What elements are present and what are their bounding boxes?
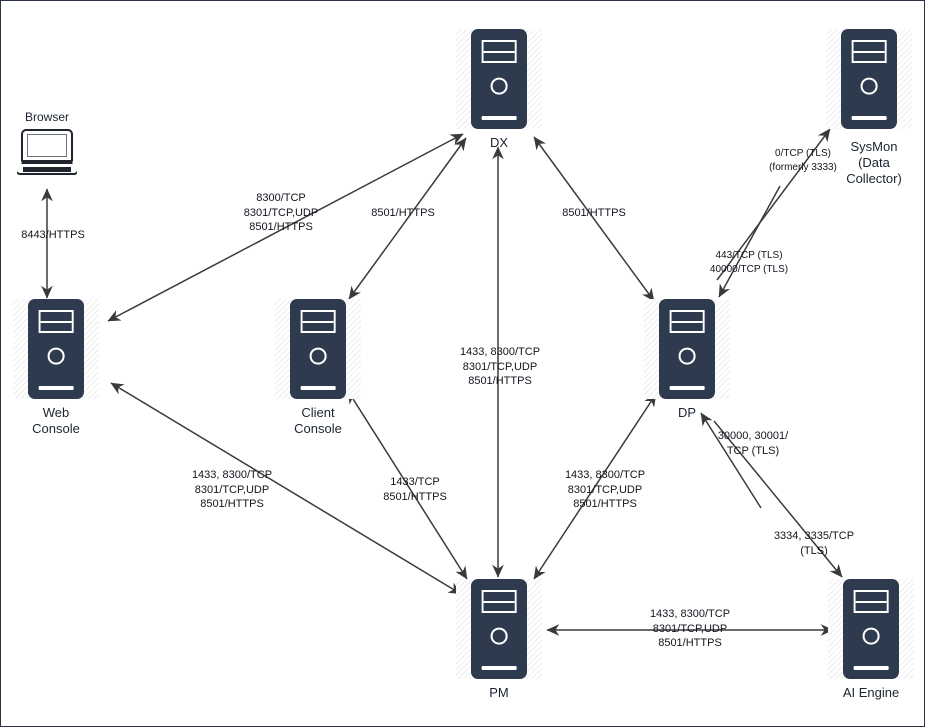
server-icon-dp [659, 299, 715, 399]
edge-label-web-console-dx: 8300/TCP 8301/TCP,UDP 8501/HTTPS [243, 192, 319, 233]
node-label-dx: DX [489, 135, 509, 150]
node-dx[interactable]: DX [456, 29, 542, 151]
server-icon-dx [471, 29, 527, 129]
node-dp[interactable]: DP [644, 299, 730, 421]
laptop-icon [16, 129, 78, 175]
edge-label-pm-ai-engine: 1433, 8300/TCP 8301/TCP,UDP 8501/HTTPS [649, 608, 731, 649]
server-icon-pm [471, 579, 527, 679]
edge-label-dx-pm: 1433, 8300/TCP 8301/TCP,UDP 8501/HTTPS [459, 346, 541, 387]
server-icon-client-console [290, 299, 346, 399]
node-label-sysmon: SysMon (Data Collector) [846, 139, 902, 186]
edge-ai-engine-dp [700, 412, 762, 509]
edge-label-dp-pm: 1433, 8300/TCP 8301/TCP,UDP 8501/HTTPS [564, 469, 646, 510]
node-label-dp: DP [677, 405, 697, 420]
node-browser[interactable]: Browser [16, 109, 78, 175]
node-label-client-console: Client Console [294, 405, 342, 436]
edge-label-browser-web-console: 8443/HTTPS [21, 229, 85, 241]
edge-label-sysmon-dp: 443/TCP (TLS) 40000/TCP (TLS) [709, 250, 789, 275]
node-web-console[interactable]: Web Console [13, 299, 99, 437]
server-icon-ai-engine [843, 579, 899, 679]
node-label-pm: PM [489, 685, 509, 700]
edge-label-dp-ai-engine: 3334, 3335/TCP (TLS) [773, 530, 855, 557]
node-client-console[interactable]: Client Console [275, 299, 361, 437]
edge-sysmon-dp [718, 185, 781, 298]
node-label-browser: Browser [24, 110, 69, 124]
node-sysmon[interactable] [826, 29, 912, 129]
edge-label-dx-dp: 8501/HTTPS [562, 207, 626, 219]
node-label-web-console: Web Console [32, 405, 80, 436]
node-ai-engine[interactable]: AI Engine [828, 579, 914, 701]
server-icon-web-console [28, 299, 84, 399]
node-pm[interactable]: PM [456, 579, 542, 701]
edge-label-web-console-pm: 1433, 8300/TCP 8301/TCP,UDP 8501/HTTPS [191, 469, 273, 510]
node-label-ai-engine: AI Engine [842, 685, 900, 700]
edge-label-client-console-dx: 8501/HTTPS [371, 207, 435, 219]
server-icon-sysmon [841, 29, 897, 129]
edge-label-client-console-pm: 1433/TCP 8501/HTTPS [383, 476, 447, 503]
edge-label-ai-engine-dp: 30000, 30001/ TCP (TLS) [717, 430, 789, 457]
